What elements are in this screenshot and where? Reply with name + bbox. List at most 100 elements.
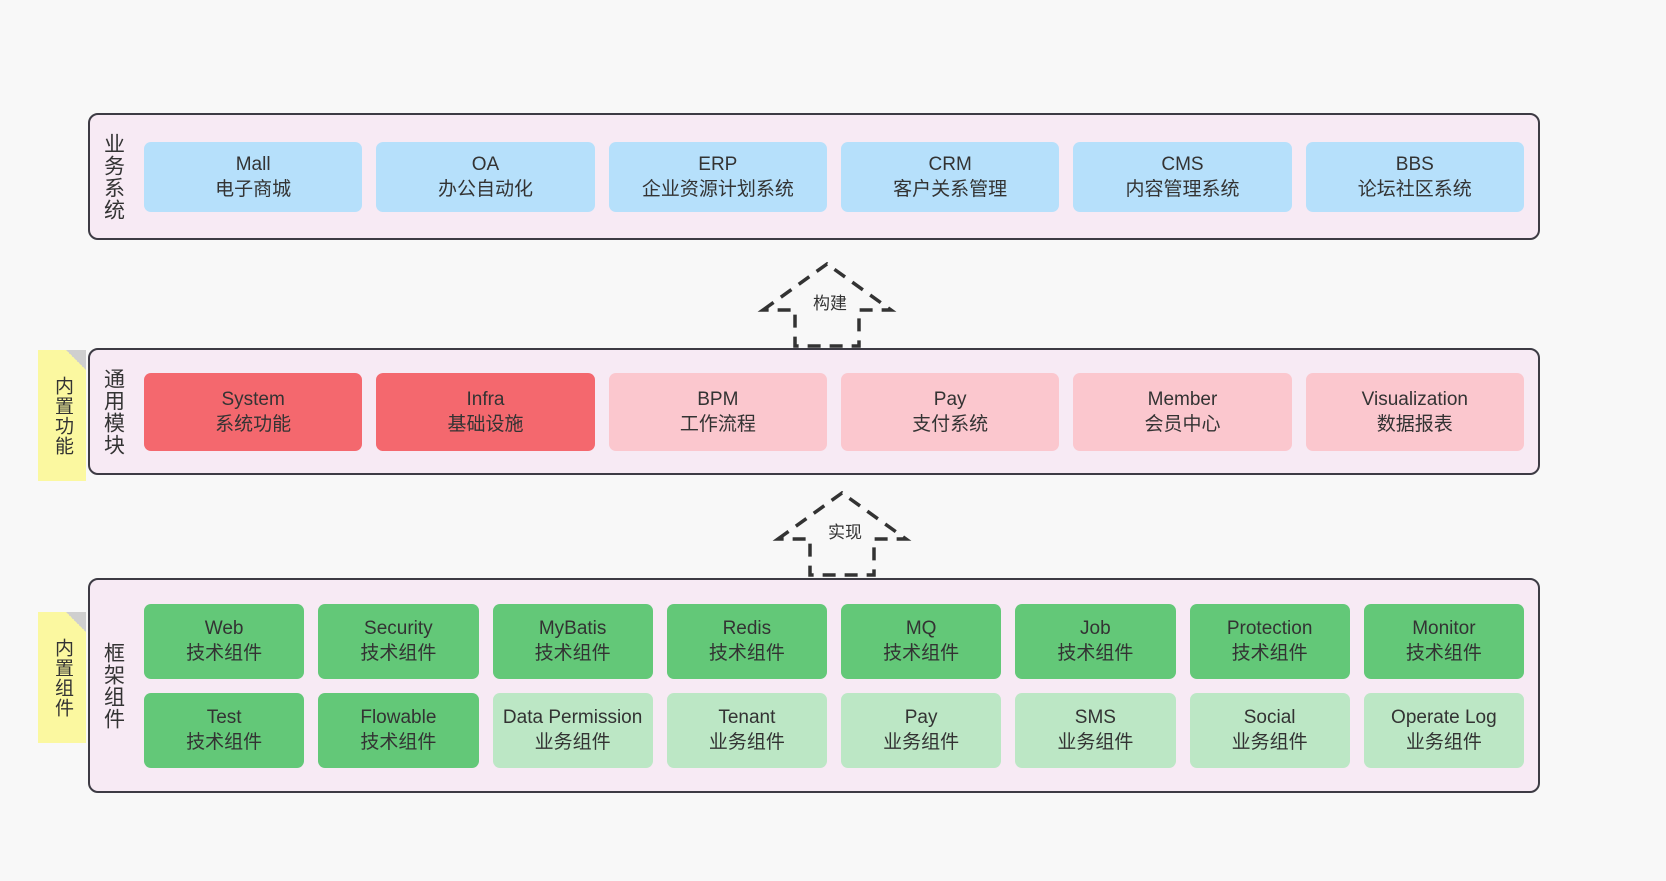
card-subtitle: 内容管理系统 <box>1125 178 1240 200</box>
card-subtitle: 系统功能 <box>215 413 292 435</box>
arrow-implement-label: 实现 <box>828 523 862 542</box>
note-builtin-component: 内置组件 <box>38 612 86 743</box>
card-title: OA <box>471 153 500 175</box>
card-visualization[interactable]: Visualization 数据报表 <box>1305 372 1524 451</box>
arrow-build-label: 构建 <box>813 294 847 313</box>
card-security[interactable]: Security 技术组件 <box>318 603 479 679</box>
card-data-permission[interactable]: Data Permission 业务组件 <box>492 692 653 768</box>
layer-body-business-system: Mall 电子商城 OA 办公自动化 ERP 企业资源计划系统 CRM 客户关系… <box>136 115 1538 238</box>
card-flowable[interactable]: Flowable 技术组件 <box>318 692 479 768</box>
card-subtitle: 客户关系管理 <box>893 178 1008 200</box>
card-protection[interactable]: Protection 技术组件 <box>1189 603 1350 679</box>
card-subtitle: 技术组件 <box>708 643 785 664</box>
card-web[interactable]: Web 技术组件 <box>144 603 305 679</box>
dashed-hollow-arrow-icon <box>757 261 897 348</box>
card-pay-module[interactable]: Pay 支付系统 <box>840 372 1060 451</box>
card-subtitle: 会员中心 <box>1144 413 1221 435</box>
arrow-build: 构建 <box>755 258 915 348</box>
card-title: Social <box>1243 707 1296 728</box>
card-redis[interactable]: Redis 技术组件 <box>666 603 827 679</box>
layer-title-common-module: 通用模块 <box>101 367 125 456</box>
card-subtitle: 技术组件 <box>186 732 263 753</box>
card-subtitle: 工作流程 <box>679 413 756 435</box>
card-mq[interactable]: MQ 技术组件 <box>841 603 1002 679</box>
card-title: Operate Log <box>1391 707 1497 728</box>
card-title: Pay <box>904 707 938 728</box>
arrow-implement: 实现 <box>770 487 930 577</box>
card-operate-log[interactable]: Operate Log 业务组件 <box>1363 692 1524 768</box>
card-title: Pay <box>933 388 967 410</box>
card-subtitle: 企业资源计划系统 <box>641 178 794 200</box>
card-subtitle: 业务组件 <box>708 732 785 753</box>
card-subtitle: 技术组件 <box>186 643 263 664</box>
card-title: Mall <box>235 153 271 175</box>
card-title: CMS <box>1161 153 1204 175</box>
card-oa[interactable]: OA 办公自动化 <box>376 141 595 212</box>
folded-corner-icon <box>66 350 86 370</box>
card-subtitle: 技术组件 <box>883 643 960 664</box>
card-title: Monitor <box>1412 618 1476 639</box>
card-title: MQ <box>905 618 937 639</box>
card-title: Tenant <box>718 707 776 728</box>
card-title: Test <box>206 707 242 728</box>
layer-framework-component: 框架组件 Web 技术组件 Security 技术组件 MyBatis 技术组件… <box>88 578 1540 793</box>
card-title: ERP <box>698 153 738 175</box>
card-subtitle: 支付系统 <box>912 413 989 435</box>
card-test[interactable]: Test 技术组件 <box>144 692 305 768</box>
card-subtitle: 数据报表 <box>1376 413 1453 435</box>
card-title: Job <box>1080 618 1111 639</box>
card-subtitle: 业务组件 <box>534 732 611 753</box>
card-title: System <box>221 388 285 410</box>
card-subtitle: 业务组件 <box>1057 732 1134 753</box>
card-title: BBS <box>1395 153 1434 175</box>
layer-business-system: 业务系统 Mall 电子商城 OA 办公自动化 ERP 企业资源计划系统 CRM… <box>88 113 1540 240</box>
card-infra[interactable]: Infra 基础设施 <box>376 372 595 451</box>
card-job[interactable]: Job 技术组件 <box>1015 603 1176 679</box>
card-row: Test 技术组件 Flowable 技术组件 Data Permission … <box>144 692 1524 768</box>
card-bpm[interactable]: BPM 工作流程 <box>608 372 827 451</box>
card-title: MyBatis <box>538 618 607 639</box>
layer-body-framework-component: Web 技术组件 Security 技术组件 MyBatis 技术组件 Redi… <box>136 580 1538 791</box>
card-subtitle: 论坛社区系统 <box>1357 178 1472 200</box>
card-erp[interactable]: ERP 企业资源计划系统 <box>608 141 827 212</box>
card-title: Web <box>204 618 244 639</box>
card-title: Data Permission <box>502 707 643 728</box>
card-title: Flowable <box>360 707 437 728</box>
card-subtitle: 电子商城 <box>215 178 292 200</box>
card-pay-component[interactable]: Pay 业务组件 <box>841 692 1002 768</box>
card-member[interactable]: Member 会员中心 <box>1073 372 1292 451</box>
card-title: BPM <box>697 388 739 410</box>
card-sms[interactable]: SMS 业务组件 <box>1015 692 1176 768</box>
card-title: Visualization <box>1361 388 1468 410</box>
layer-body-common-module: System 系统功能 Infra 基础设施 BPM 工作流程 Pay 支付系统… <box>136 350 1538 473</box>
card-bbs[interactable]: BBS 论坛社区系统 <box>1305 141 1524 212</box>
card-subtitle: 基础设施 <box>447 413 524 435</box>
card-subtitle: 技术组件 <box>1057 643 1134 664</box>
dashed-hollow-arrow-icon <box>772 490 912 577</box>
card-social[interactable]: Social 业务组件 <box>1189 692 1350 768</box>
note-builtin-function: 内置功能 <box>38 350 86 481</box>
card-title: CRM <box>928 153 972 175</box>
card-system[interactable]: System 系统功能 <box>144 372 363 451</box>
card-monitor[interactable]: Monitor 技术组件 <box>1363 603 1524 679</box>
card-row: System 系统功能 Infra 基础设施 BPM 工作流程 Pay 支付系统… <box>144 372 1524 451</box>
card-cms[interactable]: CMS 内容管理系统 <box>1073 141 1292 212</box>
card-title: Member <box>1147 388 1218 410</box>
card-subtitle: 技术组件 <box>1231 643 1308 664</box>
card-mybatis[interactable]: MyBatis 技术组件 <box>492 603 653 679</box>
layer-title-business-system: 业务系统 <box>101 132 125 221</box>
layer-title-framework-component: 框架组件 <box>101 641 125 730</box>
card-subtitle: 办公自动化 <box>437 178 533 200</box>
card-tenant[interactable]: Tenant 业务组件 <box>666 692 827 768</box>
card-row: Mall 电子商城 OA 办公自动化 ERP 企业资源计划系统 CRM 客户关系… <box>144 141 1524 212</box>
card-crm[interactable]: CRM 客户关系管理 <box>840 141 1060 212</box>
card-subtitle: 业务组件 <box>883 732 960 753</box>
card-title: Protection <box>1226 618 1313 639</box>
card-title: Redis <box>722 618 772 639</box>
card-subtitle: 技术组件 <box>534 643 611 664</box>
folded-corner-icon <box>66 612 86 632</box>
card-mall[interactable]: Mall 电子商城 <box>144 141 363 212</box>
card-subtitle: 业务组件 <box>1405 732 1482 753</box>
card-subtitle: 业务组件 <box>1231 732 1308 753</box>
